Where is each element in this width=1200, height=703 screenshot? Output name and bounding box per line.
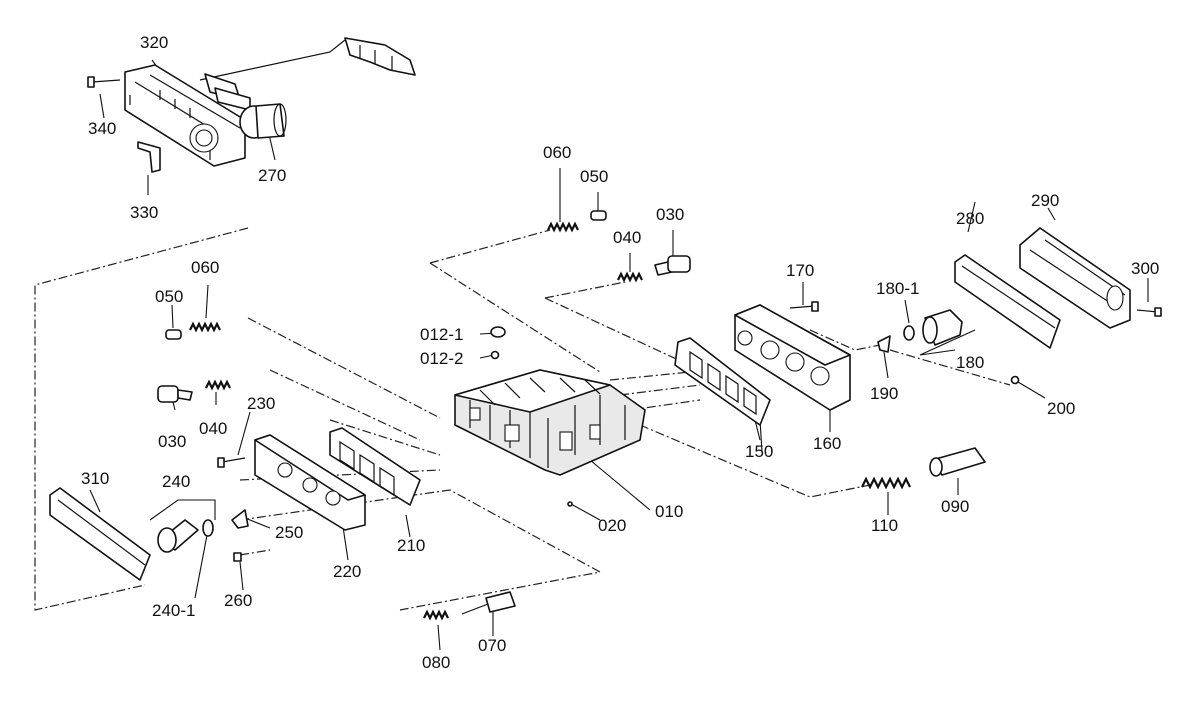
spring-040-upper [617,271,643,283]
plug-012-1 [490,326,506,338]
plug-012-2 [490,350,500,360]
piston-050-upper [590,210,607,221]
label-190: 190 [870,384,898,403]
valve-body-010 [454,369,646,476]
valve-070 [461,591,516,615]
leader-lines [89,59,1149,651]
screw-200 [1010,375,1020,385]
label-250: 250 [275,523,303,542]
spring-060-left [189,321,221,333]
housing-cover-320 [124,64,246,167]
bolt-230 [217,457,246,468]
label-090: 090 [941,497,969,516]
label-320: 320 [140,33,168,52]
ball-020 [567,501,573,507]
label-060-upper: 060 [543,143,571,162]
label-010: 010 [655,502,683,521]
clip-190 [877,335,891,353]
spring-040-left [205,379,231,391]
label-180-1: 180-1 [876,279,919,298]
label-080: 080 [422,653,450,672]
label-070: 070 [478,636,506,655]
solenoid-240 [157,519,199,553]
label-240-1: 240-1 [152,601,195,620]
label-030-upper: 030 [656,205,684,224]
label-050-upper: 050 [580,167,608,186]
cover-160 [734,304,851,411]
label-280: 280 [956,209,984,228]
label-240: 240 [162,472,190,491]
label-260: 260 [224,591,252,610]
clip-330 [137,141,161,173]
bolt-300 [1136,307,1162,317]
label-330: 330 [130,203,158,222]
label-040-left: 040 [199,419,227,438]
label-150: 150 [745,442,773,461]
label-210: 210 [397,536,425,555]
ring-240-1 [202,519,214,537]
bolt-340 [87,76,121,88]
label-040-upper: 040 [613,228,641,247]
label-220: 220 [333,562,361,581]
cover-290 [1019,227,1131,329]
label-060-left: 060 [191,258,219,277]
label-012-1: 012-1 [420,325,463,344]
label-200: 200 [1047,399,1075,418]
label-290: 290 [1031,191,1059,210]
gasket-280 [954,254,1061,349]
cover-220 [254,434,366,531]
label-300: 300 [1131,259,1159,278]
wiring-harness [199,37,416,111]
label-180: 180 [956,353,984,372]
gasket-310 [49,487,151,581]
spring-080 [423,609,449,621]
label-050-left: 050 [155,287,183,306]
label-012-2: 012-2 [420,349,463,368]
label-270: 270 [258,166,286,185]
screw-260 [233,552,242,562]
label-160: 160 [813,434,841,453]
part-labels: 320 340 270 330 060 050 030 040 060 050 … [81,33,1159,672]
label-170: 170 [786,261,814,280]
clip-250 [231,509,249,529]
valve-030-left [157,385,193,403]
spring-060-upper [547,221,579,233]
solenoid-180 [922,309,963,346]
gasket-150 [674,337,771,426]
label-230: 230 [247,394,275,413]
label-340: 340 [88,119,116,138]
ring-180-1 [903,325,915,341]
solenoid-270 [239,103,287,139]
valve-030-upper [654,255,691,276]
spring-110 [861,476,911,490]
label-020: 020 [598,516,626,535]
bolt-170 [789,301,819,312]
label-030-left: 030 [158,432,186,451]
piston-050-left [165,329,182,340]
label-110: 110 [871,516,898,535]
piston-090 [929,447,986,477]
gasket-210 [329,427,421,506]
label-310: 310 [81,469,109,488]
